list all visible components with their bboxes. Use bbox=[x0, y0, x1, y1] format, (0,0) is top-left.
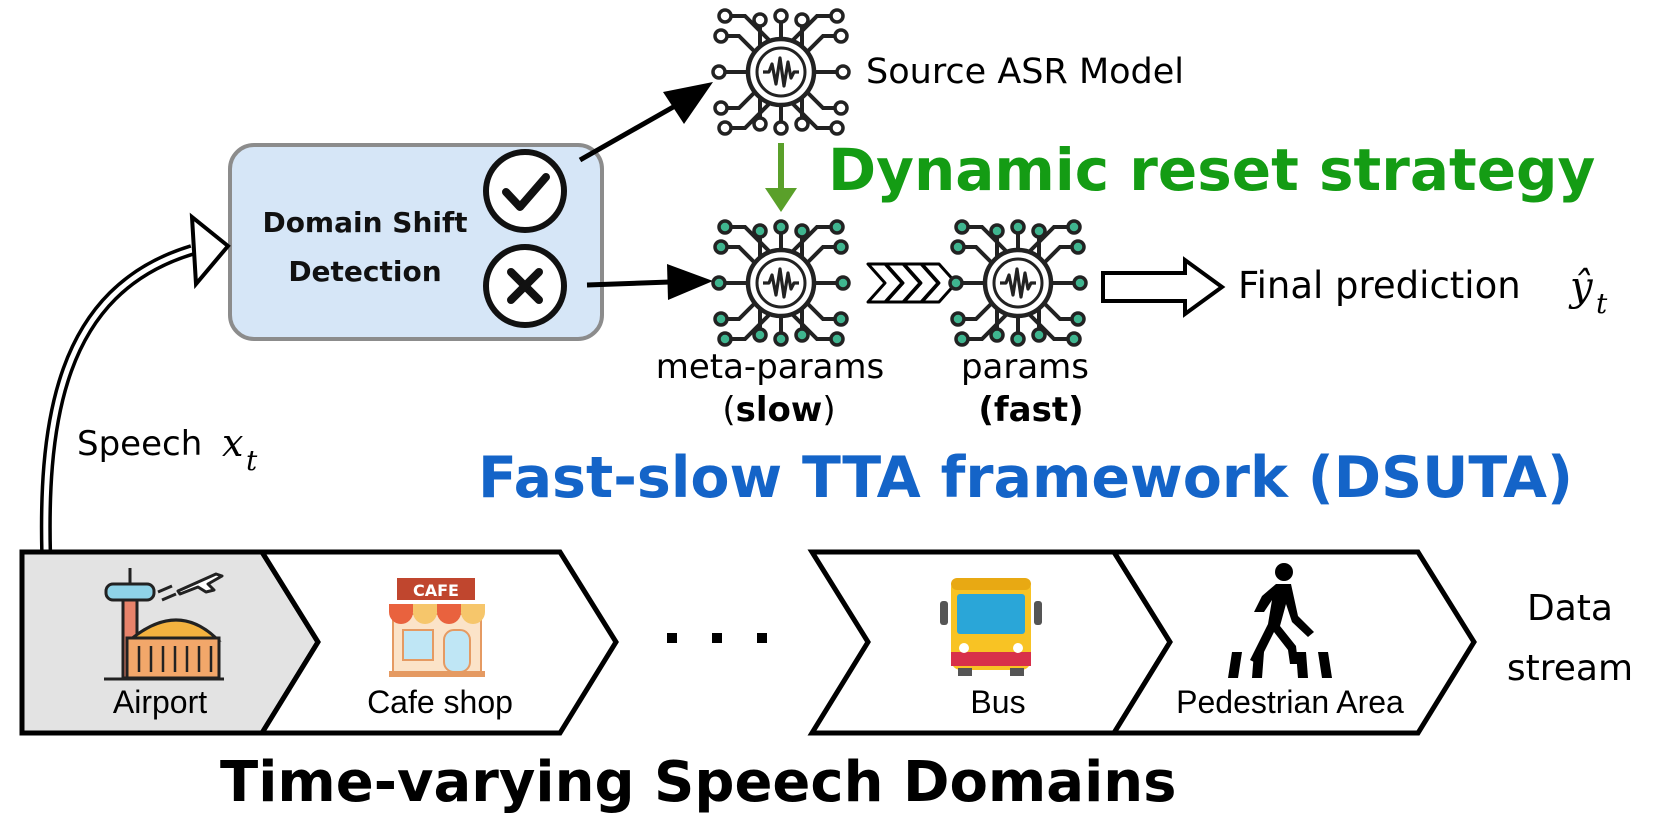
stage-label-airport: Airport bbox=[113, 684, 207, 720]
prediction-subscript: t bbox=[1596, 287, 1608, 320]
fast-params-label: params bbox=[961, 347, 1089, 387]
x-circle-icon bbox=[483, 244, 567, 328]
final-prediction: Final prediction ŷ t bbox=[1238, 264, 1608, 320]
data-stream-label-line1: Data bbox=[1527, 588, 1613, 629]
meta-params-label: meta-params bbox=[656, 347, 885, 387]
detection-label-line1: Domain Shift bbox=[262, 206, 467, 239]
ellipsis bbox=[667, 633, 767, 643]
fast-params-fast-label: (fast) bbox=[978, 390, 1083, 430]
airport-icon bbox=[104, 568, 224, 681]
speech-input-arrow bbox=[39, 212, 231, 579]
detection-label-line2: Detection bbox=[288, 255, 441, 288]
source-model-label: Source ASR Model bbox=[866, 52, 1184, 92]
fast-params-chip-icon bbox=[948, 219, 1088, 347]
speech-symbol: x bbox=[222, 421, 243, 465]
speech-text: Speech bbox=[77, 424, 202, 464]
prediction-symbol: ŷ bbox=[1568, 264, 1594, 310]
stage-pedestrian bbox=[1109, 549, 1477, 736]
bottom-title: Time-varying Speech Domains bbox=[220, 750, 1176, 815]
arrow-to-meta-params bbox=[586, 264, 713, 300]
speech-label: Speech x t bbox=[77, 421, 258, 477]
chevrons-icon bbox=[866, 262, 958, 304]
source-asr-chip-icon bbox=[711, 8, 851, 136]
arrow-to-source-model bbox=[578, 82, 713, 163]
framework-title: Fast-slow TTA framework (DSUTA) bbox=[478, 445, 1573, 511]
final-prediction-label: Final prediction bbox=[1238, 264, 1521, 307]
data-stream-label-line2: stream bbox=[1507, 648, 1633, 689]
arrow-to-prediction bbox=[1101, 256, 1226, 318]
speech-subscript: t bbox=[246, 444, 258, 477]
domain-shift-detection-box: Domain Shift Detection bbox=[228, 143, 604, 341]
check-circle-icon bbox=[483, 149, 567, 233]
bus-icon bbox=[940, 578, 1042, 676]
cafe-sign: CAFE bbox=[413, 581, 459, 600]
cafe-icon: CAFE bbox=[389, 578, 485, 677]
stage-label-pedestrian: Pedestrian Area bbox=[1176, 684, 1404, 720]
reset-strategy-title: Dynamic reset strategy bbox=[828, 136, 1595, 204]
meta-params-slow-label: (slow) bbox=[722, 390, 835, 430]
meta-params-chip-icon bbox=[711, 219, 851, 347]
pedestrian-icon bbox=[1228, 563, 1332, 678]
stage-label-bus: Bus bbox=[970, 684, 1025, 720]
stage-label-cafe: Cafe shop bbox=[367, 684, 513, 720]
data-stream-bar bbox=[19, 549, 1477, 736]
reset-arrow bbox=[765, 143, 797, 212]
